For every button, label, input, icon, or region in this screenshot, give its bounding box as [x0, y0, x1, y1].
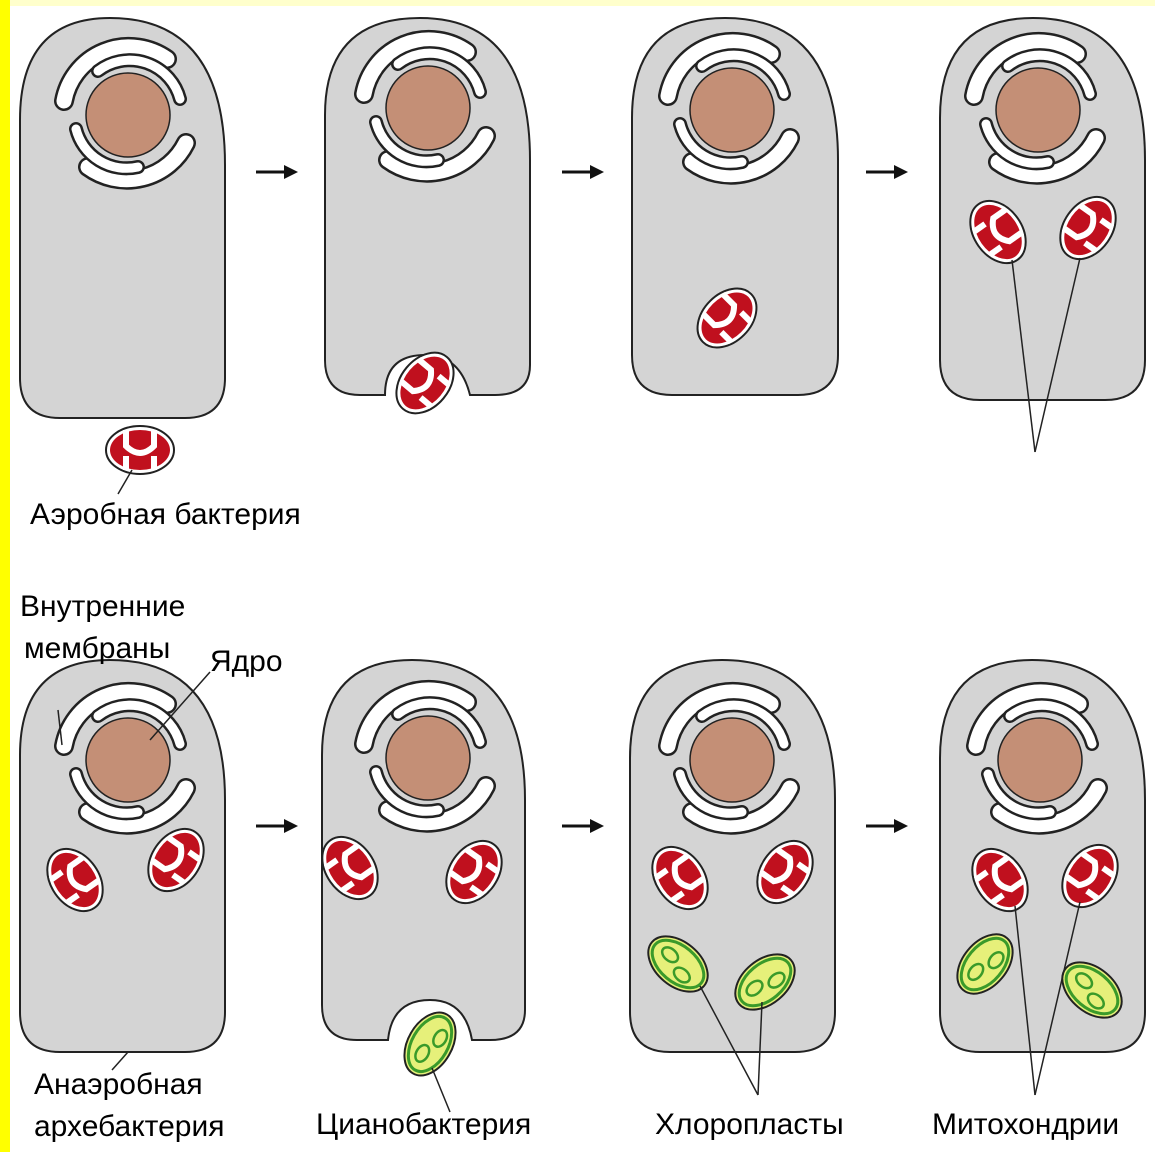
arrow-4: [256, 819, 298, 833]
inner-membranes-label-line2: мембраны: [24, 632, 170, 666]
inner-membranes-label-line1: Внутренние: [20, 590, 185, 624]
bottom-cell-2: [311, 660, 525, 1112]
cyanobacterium-label: Цианобактерия: [316, 1108, 531, 1142]
arrow-2: [562, 165, 604, 179]
top-cell-1: [20, 18, 225, 418]
arrow-1: [256, 165, 298, 179]
top-cell-2: [325, 18, 530, 424]
top-cell-3: [632, 18, 838, 395]
arrow-6: [866, 819, 908, 833]
top-cell-4: [940, 18, 1145, 452]
anaerobic-archaebacterium-label-line2: архебактерия: [34, 1110, 224, 1144]
arrow-5: [562, 819, 604, 833]
aerobic-bacterium-label: Аэробная бактерия: [30, 498, 301, 532]
mitochondria-label: Митохондрии: [932, 1108, 1119, 1142]
chloroplasts-label: Хлоропласты: [655, 1108, 844, 1142]
bottom-cell-4: [940, 660, 1145, 1095]
bottom-cell-3: [630, 660, 835, 1095]
bottom-cell-1: [20, 660, 225, 1070]
arrow-3: [866, 165, 908, 179]
nucleus-label: Ядро: [210, 645, 283, 679]
aerobic-bacterium-leader: [118, 470, 132, 494]
aerobic-bacterium-free: [106, 426, 174, 474]
anaerobic-archaebacterium-label-line1: Анаэробная: [34, 1068, 203, 1102]
